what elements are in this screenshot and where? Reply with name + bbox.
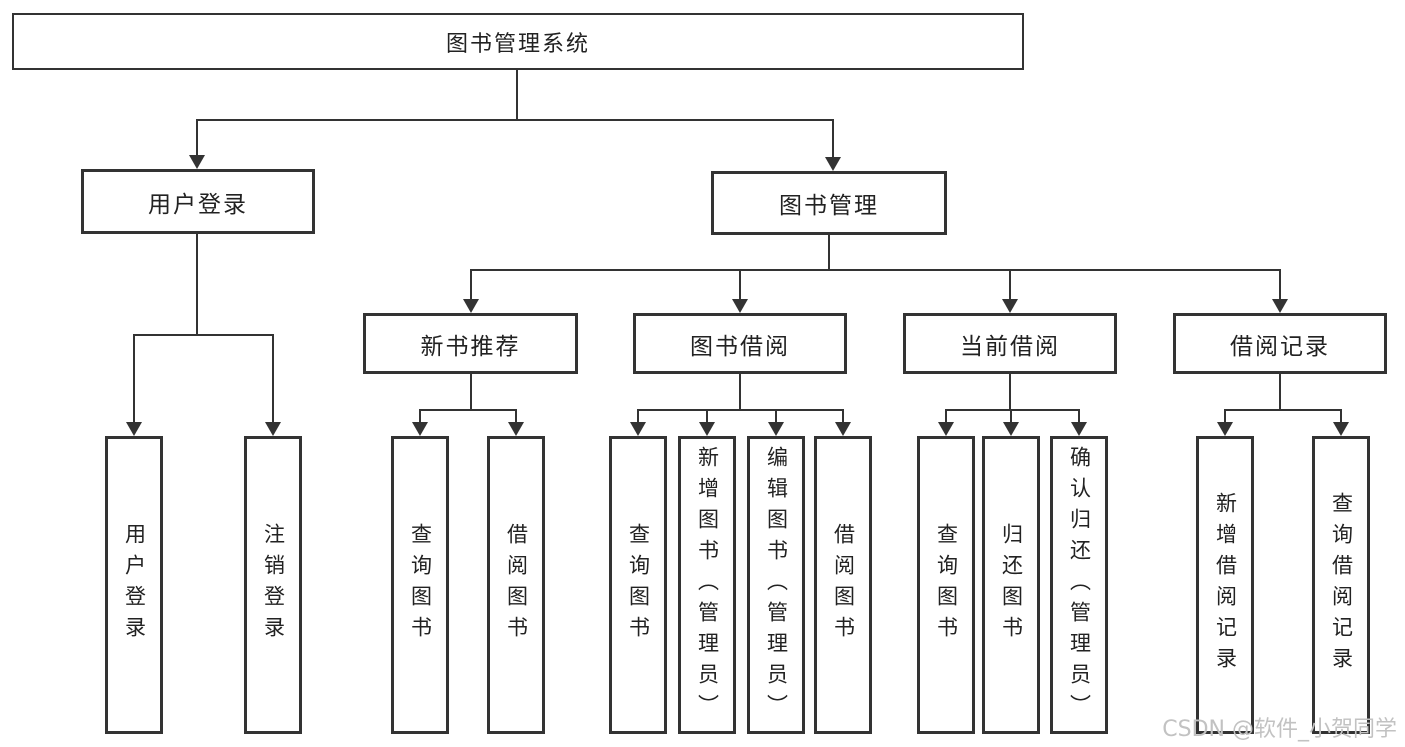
connector-mgmt-stem <box>828 235 830 270</box>
connector-stub-leaf <box>272 336 274 422</box>
node-book-management-system: 图书管理系统 <box>12 13 1024 70</box>
node-label: 图书管理 <box>779 193 879 219</box>
connector-module-bar <box>419 409 517 411</box>
connector-module-stem <box>470 374 472 410</box>
connector-stub-leaf <box>842 411 844 422</box>
node-label: 借阅记录 <box>1230 333 1330 360</box>
arrowhead-down-icon <box>412 422 428 436</box>
node-borrowing-records: 借阅记录 <box>1173 313 1387 374</box>
node-label: 确认归还（管理员） <box>1067 445 1092 725</box>
arrowhead-down-icon <box>1003 422 1019 436</box>
connector-login-bar <box>133 334 274 336</box>
node-label: 借阅图书 <box>831 523 856 647</box>
connector-stub-leaf <box>1010 411 1012 422</box>
leaf-borrow-books-recommend: 借阅图书 <box>487 436 545 734</box>
leaf-logout: 注销登录 <box>244 436 302 734</box>
leaf-add-books-admin: 新增图书（管理员） <box>678 436 736 734</box>
csdn-watermark: CSDN @软件_小贺同学 <box>1162 717 1397 742</box>
node-label: 查询图书 <box>626 523 651 647</box>
leaf-confirm-return-admin: 确认归还（管理员） <box>1050 436 1108 734</box>
connector-module-bar <box>637 409 844 411</box>
node-label: 编辑图书（管理员） <box>764 445 789 725</box>
leaf-query-books-current: 查询图书 <box>917 436 975 734</box>
node-new-book-recommendation: 新书推荐 <box>363 313 578 374</box>
node-book-management-group: 图书管理 <box>711 171 947 235</box>
node-label: 查询借阅记录 <box>1329 492 1354 678</box>
arrowhead-down-icon <box>508 422 524 436</box>
arrowhead-down-icon <box>699 422 715 436</box>
node-current-borrowing: 当前借阅 <box>903 313 1117 374</box>
connector-stub-leaf <box>1224 411 1226 422</box>
connector-module-bar <box>1224 409 1342 411</box>
node-label: 新增图书（管理员） <box>695 445 720 725</box>
connector-module-stem <box>739 374 741 410</box>
arrowhead-down-icon <box>126 422 142 436</box>
arrowhead-down-icon <box>825 157 841 171</box>
arrowhead-down-icon <box>1002 299 1018 313</box>
node-label: 新书推荐 <box>420 333 521 360</box>
arrowhead-down-icon <box>630 422 646 436</box>
arrowhead-down-icon <box>1272 299 1288 313</box>
node-label: 图书借阅 <box>690 333 790 360</box>
leaf-edit-books-admin: 编辑图书（管理员） <box>747 436 805 734</box>
arrowhead-down-icon <box>463 299 479 313</box>
arrowhead-down-icon <box>1333 422 1349 436</box>
node-label: 当前借阅 <box>960 333 1060 360</box>
leaf-add-borrow-record: 新增借阅记录 <box>1196 436 1254 734</box>
leaf-borrow-books: 借阅图书 <box>814 436 872 734</box>
leaf-query-books-recommend: 查询图书 <box>391 436 449 734</box>
connector-stub-leaf <box>706 411 708 422</box>
connector-module-stem <box>1009 374 1011 410</box>
arrowhead-down-icon <box>835 422 851 436</box>
connector-stub-leaf <box>133 336 135 422</box>
connector-stub-module <box>1279 271 1281 299</box>
connector-stub-leaf <box>637 411 639 422</box>
connector-stub-module <box>470 271 472 299</box>
node-user-login-group: 用户登录 <box>81 169 315 234</box>
connector-stub-leaf <box>419 411 421 422</box>
arrowhead-down-icon <box>265 422 281 436</box>
node-label: 图书管理系统 <box>445 31 590 57</box>
node-book-borrowing: 图书借阅 <box>633 313 847 374</box>
node-label: 用户登录 <box>148 191 248 218</box>
connector-login-stem <box>196 234 198 335</box>
connector-stub-leaf <box>1340 411 1342 422</box>
connector-root-stem <box>516 70 518 120</box>
connector-stub-module <box>1009 271 1011 299</box>
node-label: 注销登录 <box>261 523 286 647</box>
connector-mgmt-bar <box>470 269 1281 271</box>
leaf-user-login: 用户登录 <box>105 436 163 734</box>
connector-stub-leaf <box>775 411 777 422</box>
node-label: 借阅图书 <box>504 523 529 647</box>
connector-stub-module <box>739 271 741 299</box>
arrowhead-down-icon <box>768 422 784 436</box>
arrowhead-down-icon <box>1217 422 1233 436</box>
leaf-query-books-borrowing: 查询图书 <box>609 436 667 734</box>
node-label: 用户登录 <box>122 523 147 647</box>
connector-stub-leaf <box>945 411 947 422</box>
arrowhead-down-icon <box>732 299 748 313</box>
arrowhead-down-icon <box>938 422 954 436</box>
node-label: 归还图书 <box>999 523 1024 647</box>
node-label: 查询图书 <box>934 523 959 647</box>
connector-stub-book-mgmt <box>832 121 834 157</box>
connector-root-bar <box>196 119 834 121</box>
leaf-return-books: 归还图书 <box>982 436 1040 734</box>
connector-stub-leaf <box>515 411 517 422</box>
node-label: 查询图书 <box>408 523 433 647</box>
connector-module-stem <box>1279 374 1281 410</box>
connector-module-bar <box>945 409 1080 411</box>
connector-stub-user-login <box>196 121 198 156</box>
leaf-query-borrow-record: 查询借阅记录 <box>1312 436 1370 734</box>
connector-stub-leaf <box>1078 411 1080 422</box>
arrowhead-down-icon <box>1071 422 1087 436</box>
node-label: 新增借阅记录 <box>1213 492 1238 678</box>
arrowhead-down-icon <box>189 155 205 169</box>
